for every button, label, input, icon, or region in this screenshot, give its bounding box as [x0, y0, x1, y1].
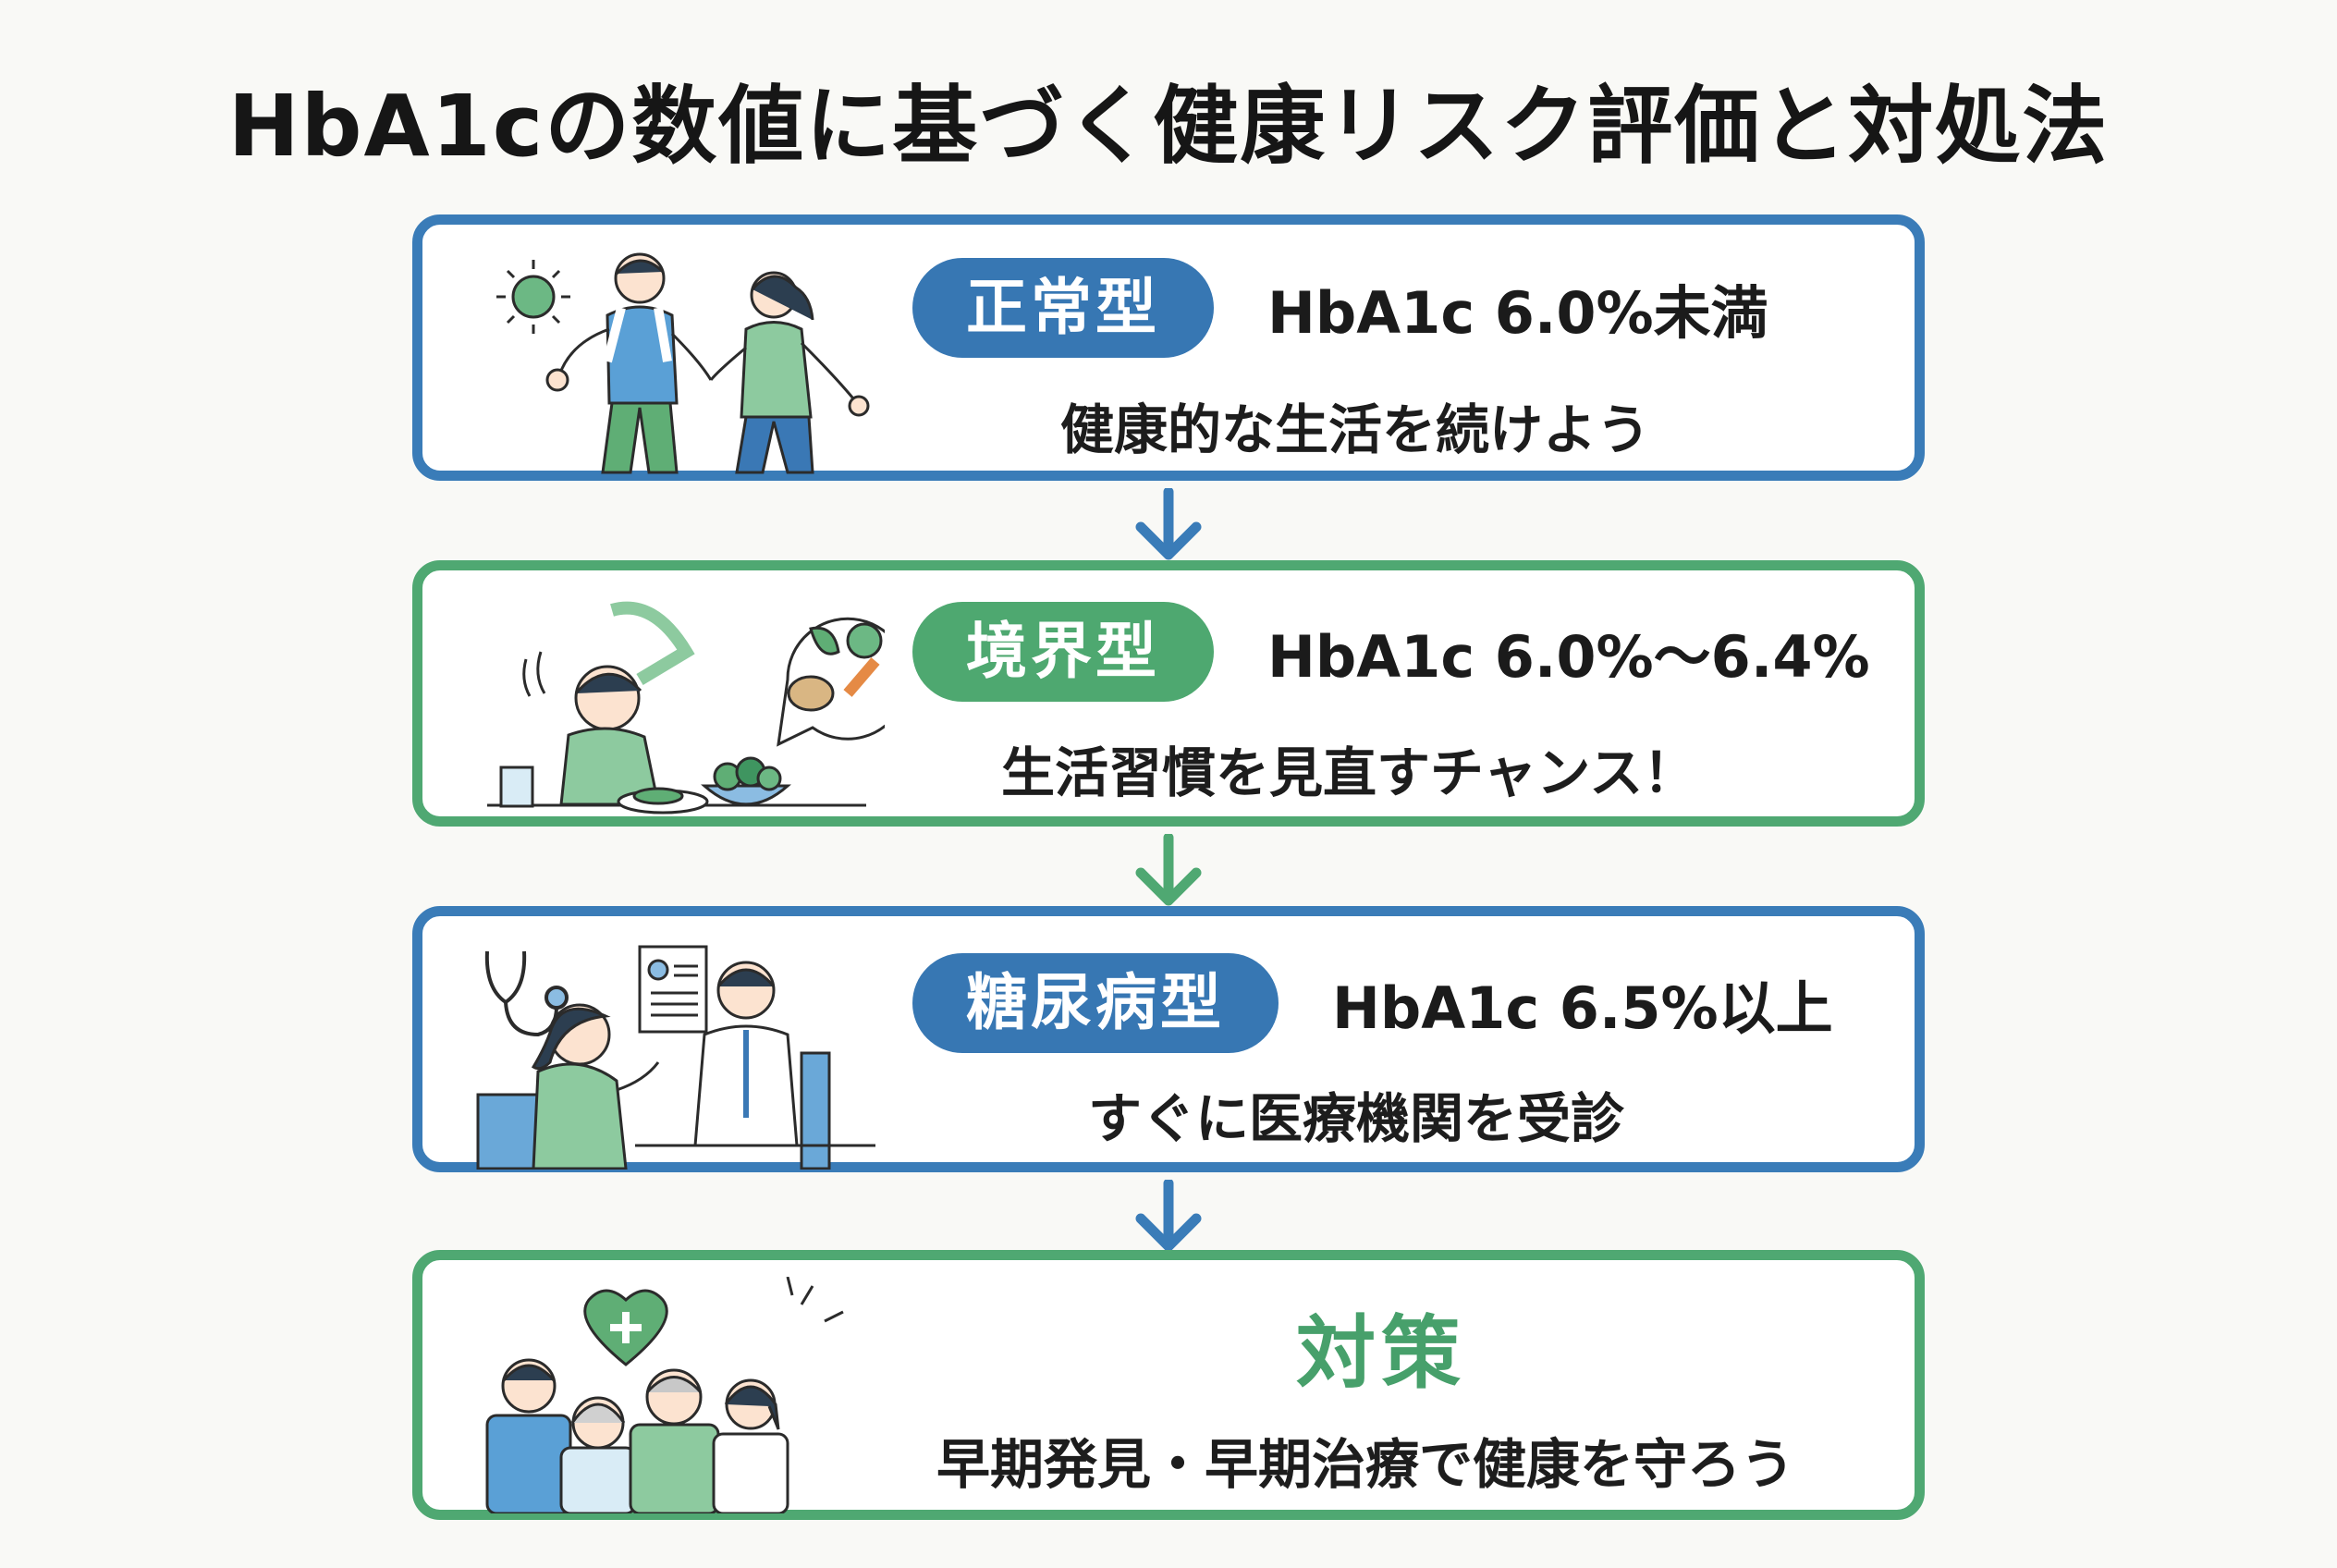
step-range-text: HbA1c 6.0%未満	[1267, 279, 1768, 347]
step-label-badge: 糖尿病型	[912, 953, 1279, 1053]
label-row: 糖尿病型 HbA1c 6.5%以上	[912, 953, 1833, 1053]
vegetable-bubble-icon	[777, 617, 885, 747]
stretching-woman-meal-illustration	[487, 601, 885, 815]
step-advice-text: 健康的な生活を続けよう	[1060, 398, 1651, 461]
step-range-text: HbA1c 6.5%以上	[1332, 974, 1833, 1042]
step-range-text: HbA1c 6.0%〜6.4%	[1267, 623, 1870, 691]
down-arrow-icon	[1135, 488, 1202, 560]
document-icon	[638, 945, 708, 1034]
step-card-measures: 対策 早期発見・早期治療で健康を守ろう	[412, 1250, 1925, 1520]
sun-icon	[496, 260, 570, 334]
family-illustration	[485, 1277, 844, 1513]
measures-heading: 対策	[1296, 1307, 1466, 1400]
step-label-badge: 正常型	[912, 258, 1214, 358]
step-card-diabetes: 糖尿病型 HbA1c 6.5%以上 すぐに医療機関を受診	[412, 906, 1925, 1172]
down-arrow-icon	[1135, 1180, 1202, 1252]
step-card-borderline: 境界型 HbA1c 6.0%〜6.4% 生活習慣を見直すチャンス！	[412, 560, 1925, 827]
step-card-normal: 正常型 HbA1c 6.0%未満 健康的な生活を続けよう	[412, 214, 1925, 481]
page-title: HbA1cの数値に基づく健康リスク評価と対処法	[227, 77, 2110, 176]
heart-plus-icon	[583, 1289, 668, 1366]
label-row: 正常型 HbA1c 6.0%未満	[912, 258, 1768, 358]
step-label-badge: 境界型	[912, 602, 1214, 702]
jogging-couple-illustration	[496, 252, 870, 474]
step-advice-text: すぐに医療機関を受診	[1088, 1087, 1625, 1150]
doctor-consultation-illustration	[476, 945, 875, 1170]
step-advice-text: 生活習慣を見直すチャンス！	[1001, 741, 1697, 804]
label-row: 境界型 HbA1c 6.0%〜6.4%	[912, 602, 1870, 702]
down-arrow-icon	[1135, 834, 1202, 906]
measures-advice-text: 早期発見・早期治療で健康を守ろう	[936, 1433, 1795, 1496]
